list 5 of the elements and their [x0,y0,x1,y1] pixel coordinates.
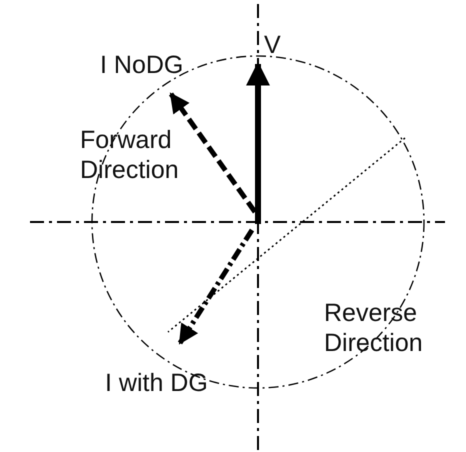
phasor-label: I with DG [105,368,209,398]
phasor-label: I NoDG [100,50,184,80]
region-label: Reverse Direction [324,298,424,358]
phasor-label: V [264,30,282,60]
region-label: Forward Direction [80,125,180,185]
